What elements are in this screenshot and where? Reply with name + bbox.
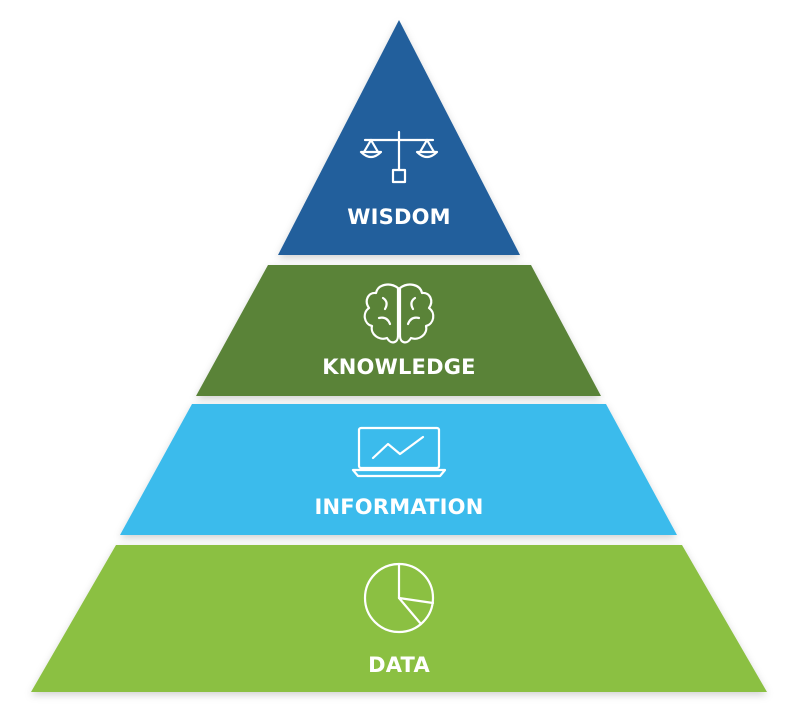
tier-label-data: DATA — [368, 653, 430, 677]
tier-label-knowledge: KNOWLEDGE — [322, 355, 475, 379]
brain-icon — [363, 283, 435, 344]
balance-scale-icon — [359, 130, 439, 184]
laptop-chart-icon — [351, 426, 447, 478]
tier-knowledge: KNOWLEDGE — [196, 265, 601, 396]
tier-label-wisdom: WISDOM — [347, 205, 450, 229]
tier-data: DATA — [31, 545, 767, 692]
tier-information: INFORMATION — [120, 404, 677, 535]
tier-data-band — [31, 545, 767, 692]
pie-chart-icon — [363, 562, 435, 634]
tier-wisdom: WISDOM — [278, 20, 520, 255]
tier-label-information: INFORMATION — [314, 495, 483, 519]
